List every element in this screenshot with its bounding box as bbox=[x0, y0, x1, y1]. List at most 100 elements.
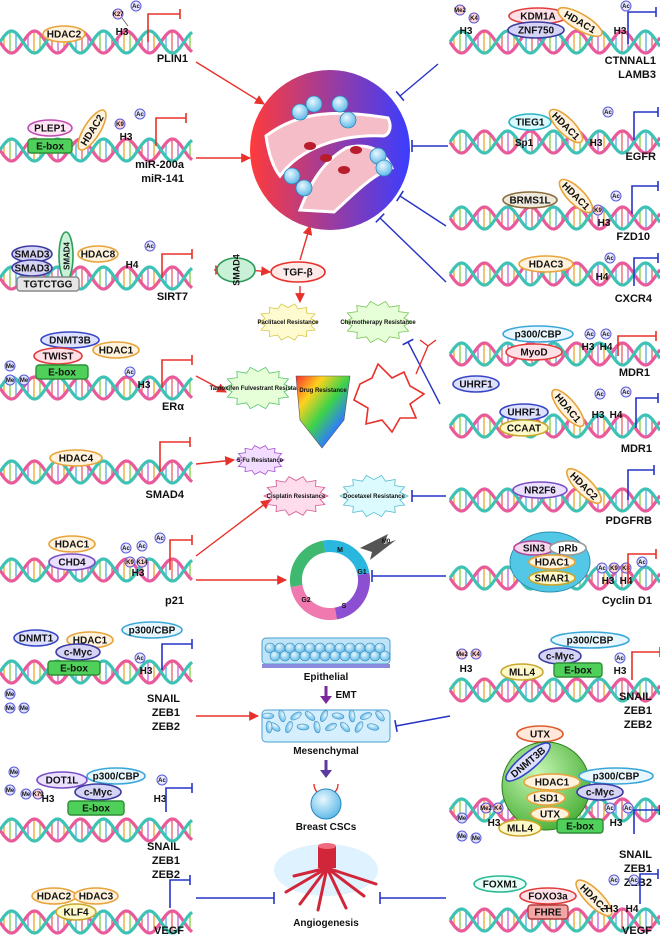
me2-mark-snail-r2-label: Me2 bbox=[480, 806, 492, 812]
me-mark-snail-l1-2-dot bbox=[4, 702, 16, 714]
dnmt1-label: DNMT1 bbox=[19, 634, 54, 645]
ac-mark-p21-3: Ac bbox=[154, 532, 166, 544]
promoter-sirt7 bbox=[161, 253, 192, 278]
hdac2-mir200-shape bbox=[77, 109, 107, 151]
mll4-snail-r2-shape bbox=[498, 819, 542, 837]
cell-cycle-phase-arc bbox=[334, 573, 370, 620]
ac-mark-mdr1-2: Ac bbox=[600, 328, 612, 340]
dna-strand-b bbox=[0, 557, 194, 583]
h3-ctnnal1-b: H3 bbox=[614, 26, 627, 37]
me-mark-era-2: Me bbox=[4, 374, 16, 386]
k8-mark-cycd1-label: K8 bbox=[622, 566, 630, 572]
ac-mark-mdr1b-2-dot bbox=[620, 386, 632, 398]
ac-mark-cycd1-2-label: Ac bbox=[638, 560, 646, 566]
vessel-branch bbox=[325, 866, 366, 898]
cmyc-snail-l2-shape bbox=[74, 783, 122, 801]
ac-mark-snail-l2-label: Ac bbox=[158, 778, 166, 784]
dnmt3b-era-shape bbox=[40, 331, 100, 349]
gene-zeb1-l1: ZEB1 bbox=[152, 707, 180, 719]
k4-mark-ctnnal1: K4 bbox=[468, 12, 480, 24]
ac-mark-cycd1-1: Ac bbox=[596, 562, 608, 574]
tamoxifen-resistance: Tamoxifen Fulvestrant Resistance bbox=[210, 366, 307, 410]
ac-mark-vegf-r-2-label: Ac bbox=[630, 878, 638, 884]
ac-mark-p21-2-label: Ac bbox=[138, 544, 146, 550]
me-mark-snail-l1-2-label: Me bbox=[6, 706, 15, 712]
ac-mark-fzd10-label: Ac bbox=[612, 194, 620, 200]
dna-helix-right-8 bbox=[448, 677, 660, 703]
ac-mark-egfr-dot bbox=[602, 106, 614, 118]
ac-mark-era-dot bbox=[124, 366, 136, 378]
mesenchymal-cell bbox=[290, 711, 302, 721]
ac-mark-snail-l1-dot bbox=[134, 652, 146, 664]
foxm1: FOXM1 bbox=[473, 875, 527, 893]
promoter-cxcr4 bbox=[633, 257, 658, 286]
me-mark-snail-r2-2-dot bbox=[456, 830, 468, 842]
ac-mark-sirt7-dot bbox=[144, 240, 156, 252]
dna-helix-left-4 bbox=[0, 459, 194, 485]
h3-snail-l2-b: H3 bbox=[154, 794, 167, 805]
dna-strand-a bbox=[448, 261, 660, 287]
me-mark-snail-l2-2-dot bbox=[4, 784, 16, 796]
me-mark-snail-l1-3-label: Me bbox=[20, 706, 29, 712]
smad3-a: SMAD3 bbox=[11, 245, 53, 263]
ac-mark-mdr1-2-dot bbox=[600, 328, 612, 340]
dna-helix-left-5 bbox=[0, 557, 194, 583]
metastasis-sphere bbox=[250, 70, 410, 230]
smad3-b: SMAD3 bbox=[11, 259, 53, 277]
h3-mdr1b: H3 bbox=[592, 410, 605, 421]
me-mark-snail-l2-3-dot bbox=[20, 788, 32, 800]
ac-mark-vegf-r-2: Ac bbox=[628, 874, 640, 886]
ac-mark-p21-3-label: Ac bbox=[156, 536, 164, 542]
brms1l-shape bbox=[502, 191, 558, 209]
k79-mark: K79 bbox=[32, 788, 44, 800]
prb: pRb bbox=[549, 540, 587, 556]
dna-helix-left-3 bbox=[0, 375, 194, 401]
dna-strand-a bbox=[0, 375, 194, 401]
h4-cxcr4: H4 bbox=[596, 272, 609, 283]
promoter-plin1 bbox=[147, 13, 180, 42]
p300cbp-snail-r2-shape bbox=[578, 767, 654, 785]
k9-mark-p21-dot bbox=[124, 556, 136, 568]
ac-mark-fzd10: Ac bbox=[610, 190, 622, 202]
smad4-node-label: SMAD4 bbox=[232, 254, 242, 286]
chd4-shape bbox=[48, 553, 96, 571]
dna-strand-a bbox=[448, 413, 660, 439]
hdac1-p21-shape bbox=[48, 535, 96, 553]
me-mark-snail-l1-1-dot bbox=[4, 688, 16, 700]
utx-bound-shape bbox=[530, 806, 570, 822]
ac-mark-snail-r2-1-dot bbox=[604, 802, 616, 814]
p300cbp-mdr1: p300/CBP bbox=[502, 325, 574, 343]
p300cbp-mdr1-label: p300/CBP bbox=[515, 330, 562, 341]
ac-mark-snail-r2-2-dot bbox=[622, 802, 634, 814]
gene-cyclind1: Cyclin D1 bbox=[602, 595, 652, 607]
ebox-snail-r1-shape bbox=[553, 662, 603, 678]
myod-shape bbox=[505, 343, 563, 361]
me-mark-snail-l2-2: Me bbox=[4, 784, 16, 796]
mdr1-inhibits-chemo-bar bbox=[402, 338, 414, 346]
plep1-label: PLEP1 bbox=[34, 124, 66, 135]
mesenchymal-cell bbox=[348, 709, 356, 723]
k9-mark-cycd1-label: K9 bbox=[610, 566, 618, 572]
gene-mdr1a: MDR1 bbox=[619, 367, 650, 379]
nr2f6-label: NR2F6 bbox=[524, 486, 556, 497]
gene-fzd10: FZD10 bbox=[616, 231, 650, 243]
me-mark-snail-r2-3-label: Me bbox=[472, 836, 481, 842]
cmyc-snail-l1: c-Myc bbox=[55, 643, 101, 661]
dna-helix-right-5 bbox=[448, 413, 660, 439]
ebox-snail-l2-label: E-box bbox=[82, 804, 110, 815]
sin3-label: SIN3 bbox=[523, 544, 546, 555]
hdac2-vegf-r-shape bbox=[575, 879, 613, 917]
chd4: CHD4 bbox=[48, 553, 96, 571]
epithelial-label: Epithelial bbox=[304, 672, 349, 683]
k4-mark-ctnnal1-dot bbox=[468, 12, 480, 24]
gene-lamb3: LAMB3 bbox=[618, 69, 656, 81]
hdac3-vegf-l: HDAC3 bbox=[73, 887, 119, 905]
me-mark-snail-l1-3-dot bbox=[18, 702, 30, 714]
hdac1-cycd1-shape bbox=[528, 554, 576, 570]
gene-zeb2-r1: ZEB2 bbox=[624, 719, 652, 731]
promoter-era bbox=[161, 359, 192, 388]
vessel-branch bbox=[316, 866, 329, 912]
gene-mdr1b: MDR1 bbox=[621, 443, 652, 455]
foxo3a-shape bbox=[519, 887, 577, 905]
tumor-cell-cluster bbox=[305, 95, 323, 113]
